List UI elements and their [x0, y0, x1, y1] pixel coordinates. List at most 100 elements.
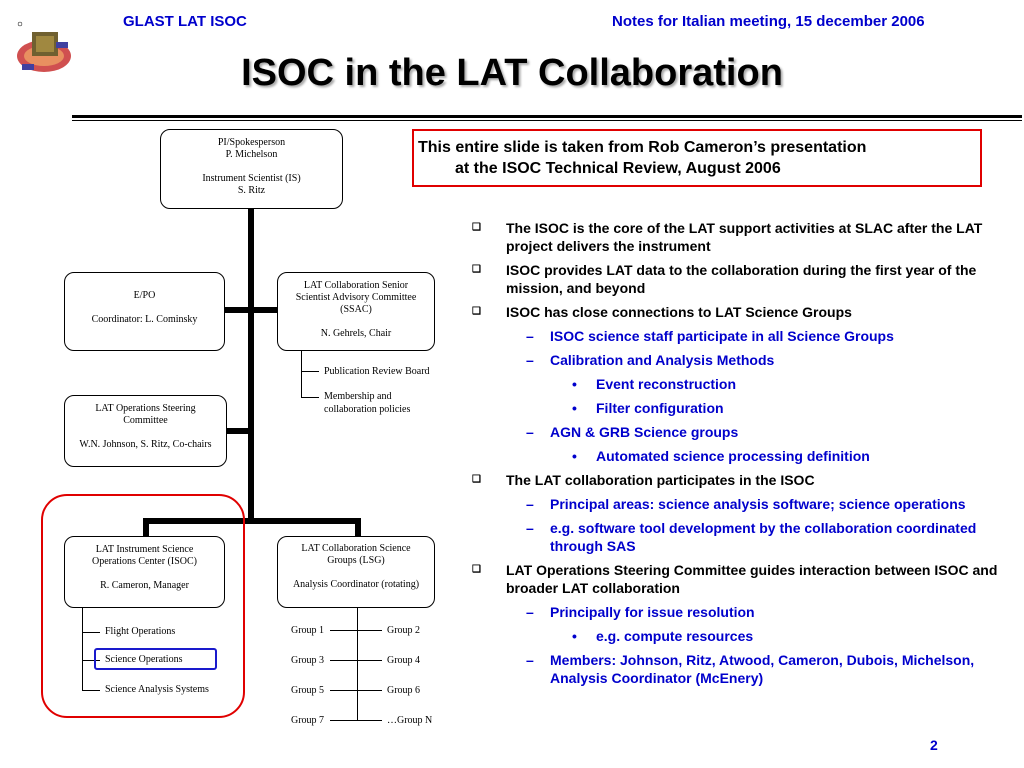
bullet-text: ISOC provides LAT data to the collaborat…: [506, 262, 977, 296]
lsg-title-1: LAT Collaboration Science: [301, 543, 411, 554]
bullet-list: ❑ The ISOC is the core of the LAT support…: [468, 219, 998, 693]
main-trunk: [248, 208, 254, 522]
bullet-marker-icon: ❑: [472, 264, 481, 275]
title-rule-thick: [72, 115, 1022, 118]
isoc-manager: R. Cameron, Manager: [100, 580, 189, 591]
epo-box: E/PO Coordinator: L. Cominsky: [64, 272, 225, 351]
group-7: Group 7: [291, 715, 325, 726]
pi-role: PI/Spokesperson: [217, 137, 286, 148]
ssac-title-1: LAT Collaboration Senior: [303, 280, 409, 291]
isoc-box: LAT Instrument Science Operations Center…: [64, 536, 225, 608]
losc-connector: [226, 428, 252, 434]
bullet-text: ISOC has close connections to LAT Scienc…: [506, 304, 852, 320]
pi-box: PI/Spokesperson P. Michelson Instrument …: [160, 129, 343, 209]
lsg-drop: [355, 518, 361, 537]
publication-review-board: Publication Review Board: [324, 366, 430, 377]
slide-title: ISOC in the LAT Collaboration: [241, 52, 783, 94]
group-4: Group 4: [387, 655, 421, 666]
page-number: 2: [930, 737, 938, 753]
is-role: Instrument Scientist (IS): [202, 173, 301, 184]
flight-operations: Flight Operations: [105, 626, 176, 637]
bullet-marker-icon: –: [526, 652, 534, 668]
group-6: Group 6: [387, 685, 421, 696]
bullet-text: e.g. compute resources: [596, 628, 754, 644]
lsg-box: LAT Collaboration Science Groups (LSG) A…: [277, 536, 435, 608]
bullet-marker-icon: –: [526, 424, 534, 440]
pi-name: P. Michelson: [225, 149, 278, 160]
bullet-level-2: –Principal areas: science analysis softw…: [468, 495, 998, 513]
ssac-title-3: (SSAC): [340, 304, 372, 315]
ssac-sub-line: [301, 351, 302, 398]
group-row-1-line: [330, 630, 382, 631]
lsg-title-2: Groups (LSG): [327, 555, 385, 566]
group-1: Group 1: [291, 625, 325, 636]
losc-box: LAT Operations Steering Committee W.N. J…: [64, 395, 227, 467]
group-row-3-line: [330, 690, 382, 691]
bullet-level-2: –e.g. software tool development by the c…: [468, 519, 998, 555]
bullet-marker-icon: ❑: [472, 222, 481, 233]
bullet-text: The ISOC is the core of the LAT support …: [506, 220, 983, 254]
bullet-marker-icon: ❑: [472, 306, 481, 317]
is-name: S. Ritz: [237, 185, 266, 196]
bullet-marker-icon: –: [526, 604, 534, 620]
ssac-sub-tick-2: [301, 397, 319, 398]
group-row-4-line: [330, 720, 382, 721]
bullet-level-1: ❑ The LAT collaboration participates in t…: [468, 471, 998, 489]
ssac-title-2: Scientist Advisory Committee: [295, 292, 417, 303]
bullet-level-3: •Automated science processing definition: [468, 447, 998, 465]
bullet-level-2: –ISOC science staff participate in all S…: [468, 327, 998, 345]
bullet-text: LAT Operations Steering Committee guides…: [506, 562, 998, 596]
isoc-title-2: Operations Center (ISOC): [92, 556, 197, 567]
isoc-highlight-circle: [41, 494, 245, 718]
bullet-marker-icon: •: [572, 628, 577, 644]
bullet-marker-icon: •: [572, 400, 577, 416]
source-note-line-2: at the ISOC Technical Review, August 200…: [455, 160, 781, 177]
isoc-sub-tick-1: [82, 632, 100, 633]
bullet-text: ISOC science staff participate in all Sc…: [550, 328, 894, 344]
bullet-level-1: ❑ ISOC has close connections to LAT Scien…: [468, 303, 998, 321]
bullet-level-3: • e.g. compute resources: [468, 627, 998, 645]
bullet-level-3: •Event reconstruction: [468, 375, 998, 393]
bullet-level-1: ❑ ISOC provides LAT data to the collabora…: [468, 261, 998, 297]
group-2: Group 2: [387, 625, 421, 636]
title-rule-thin: [72, 120, 1022, 121]
bullet-text: Principally for issue resolution: [550, 604, 755, 620]
bullet-text: Filter configuration: [596, 400, 724, 416]
glast-logo-icon: [17, 21, 71, 72]
ssac-chair: N. Gehrels, Chair: [320, 328, 392, 339]
bullet-text: Event reconstruction: [596, 376, 737, 392]
science-operations: Science Operations: [105, 654, 183, 665]
bullet-level-1: ❑LAT Operations Steering Committee guide…: [468, 561, 998, 597]
bullet-marker-icon: ❑: [472, 474, 481, 485]
group-3: Group 3: [291, 655, 325, 666]
epo-connector: [224, 307, 278, 313]
bullet-marker-icon: –: [526, 496, 534, 512]
bullet-text: e.g. software tool development by the co…: [550, 520, 977, 554]
bullet-marker-icon: –: [526, 352, 534, 368]
isoc-sub-tick-2: [82, 660, 100, 661]
ssac-sub-tick-1: [301, 371, 319, 372]
isoc-drop: [143, 518, 149, 537]
bottom-bar: [143, 518, 361, 524]
ssac-box: LAT Collaboration Senior Scientist Advis…: [277, 272, 435, 351]
lsg-coordinator: Analysis Coordinator (rotating): [292, 579, 420, 590]
bullet-level-2: –AGN & GRB Science groups: [468, 423, 998, 441]
epo-title: E/PO: [133, 290, 156, 301]
bullet-text: The LAT collaboration participates in th…: [506, 472, 815, 488]
header-left: GLAST LAT ISOC: [123, 13, 247, 30]
isoc-sub-line: [82, 608, 83, 690]
bullet-text: AGN & GRB Science groups: [550, 424, 739, 440]
bullet-level-3: • Filter configuration: [468, 399, 998, 417]
isoc-title-1: LAT Instrument Science: [95, 544, 194, 555]
group-row-2-line: [330, 660, 382, 661]
bullet-level-2: –Principally for issue resolution: [468, 603, 998, 621]
bullet-marker-icon: –: [526, 520, 534, 536]
header-right: Notes for Italian meeting, 15 december 2…: [612, 13, 925, 30]
group-5: Group 5: [291, 685, 325, 696]
losc-chairs: W.N. Johnson, S. Ritz, Co-chairs: [79, 439, 212, 450]
bullet-marker-icon: –: [526, 328, 534, 344]
epo-coordinator: Coordinator: L. Cominsky: [91, 314, 198, 325]
source-note-box: This entire slide is taken from Rob Came…: [412, 129, 982, 187]
bullet-text: Principal areas: science analysis softwa…: [550, 496, 966, 512]
source-note-line-1: This entire slide is taken from Rob Came…: [418, 139, 867, 156]
